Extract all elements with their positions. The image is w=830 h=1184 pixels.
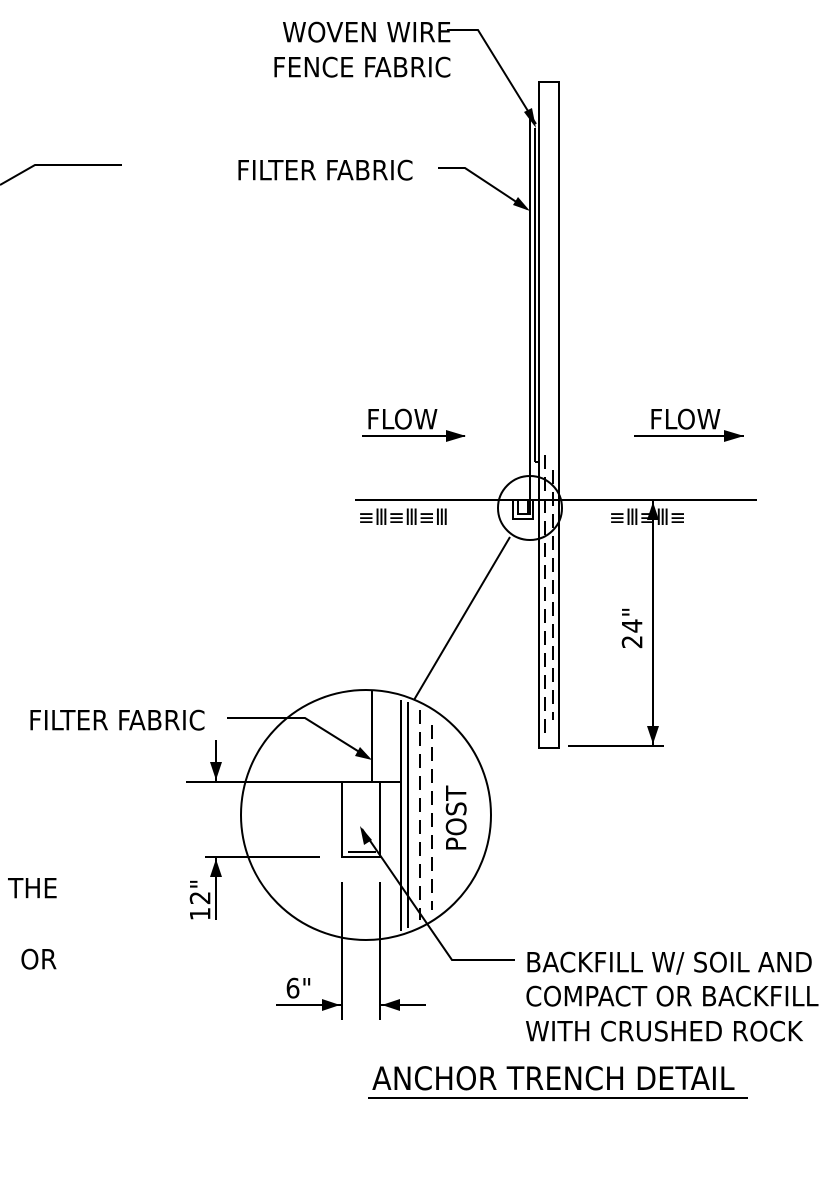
detail-filter-fabric-arrowhead [355,747,372,760]
filter-fabric-top-arrowhead [513,197,530,211]
partial-text-or: OR [20,943,57,976]
backfill-label-line1: BACKFILL W/ SOIL AND [525,946,813,979]
filter-fabric-top-leader [438,167,528,210]
detail-callout-circle [497,475,563,541]
fence-post [538,81,560,749]
soil-hatch-left: ≡Ⅲ≡Ⅲ≡Ⅲ [358,506,449,531]
dim-12-arrow-bottom [210,859,222,877]
detail-filter-fabric-leader [227,717,370,759]
dim-12-arrow-top [210,762,222,780]
dim-6-label: 6" [285,972,313,1005]
backfill-arrowhead [360,826,372,845]
detail-trench-outer [341,782,381,858]
backfill-label-line2: COMPACT OR BACKFILL [525,980,819,1013]
woven-wire-leader [447,29,537,125]
small-trench [512,500,534,520]
flow-left-label: FLOW [366,403,438,436]
dim-6-arrow-left [322,999,340,1011]
drawing-title: ANCHOR TRENCH DETAIL [372,1060,735,1098]
dim-6-arrow-right [382,999,400,1011]
dim-24-arrow-bottom [647,726,659,744]
woven-wire-arrowhead [524,108,536,128]
small-trench-inner [517,500,529,515]
filter-fabric-top-label: FILTER FABRIC [236,154,414,187]
detail-filter-fabric-label: FILTER FABRIC [28,704,206,737]
flow-right-arrow [724,430,744,442]
woven-wire-label-line1: WOVEN WIRE [282,16,452,49]
flow-left-arrow [446,430,466,442]
flow-right-label: FLOW [649,403,721,436]
partial-leader-line [0,164,122,186]
enlarged-detail-circle [240,689,492,941]
backfill-label-line3: WITH CRUSHED ROCK [525,1015,804,1048]
backfill-leader [361,828,515,961]
dim-24-arrow-top [647,502,659,520]
post-label: POST [440,785,473,852]
partial-text-the: THE [7,872,58,905]
dim-12-label: 12" [184,878,217,922]
detail-callout-leader [413,536,511,701]
woven-wire-label-line2: FENCE FABRIC [272,51,452,84]
dim-24-label: 24" [616,606,649,650]
